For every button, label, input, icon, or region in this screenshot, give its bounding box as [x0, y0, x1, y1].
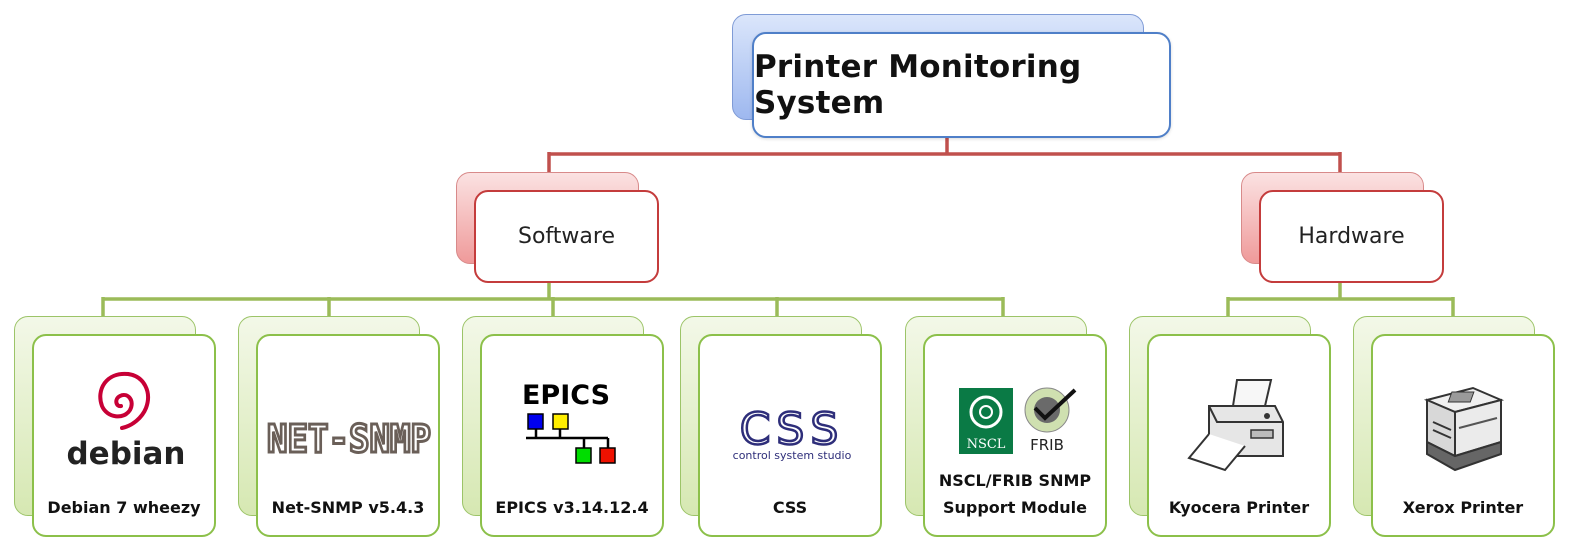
leaf-label: NSCL/FRIB SNMP Support Module [938, 471, 1092, 517]
diagram-title: Printer Monitoring System [754, 49, 1082, 121]
category-node-software: Software [456, 172, 661, 285]
leaf-node-debian: debian Debian 7 wheezy [14, 316, 218, 540]
category-node-card: Hardware [1259, 190, 1444, 283]
nscl-logo-text: NSCL [967, 437, 1006, 452]
leaf-node-card: EPICS EPICS v3.14.12.4 [480, 334, 664, 537]
frib-logo-text: FRIB [1030, 436, 1064, 454]
leaf-node-card: CSS control system studio CSS [698, 334, 882, 537]
leaf-node-card: NSCL FRIB NSCL/FRIB SNMP Support Module [923, 334, 1107, 537]
category-label: Software [518, 224, 615, 249]
net-snmp-logo-icon: NET-SNMP [266, 416, 433, 463]
leaf-node-epics: EPICS EPICS v3.14.12.4 [462, 316, 666, 540]
leaf-node-net-snmp: NET-SNMP Net-SNMP v5.4.3 [238, 316, 442, 540]
debian-logo-icon: debian [66, 371, 186, 472]
leaf-node-nscl-frib: NSCL FRIB NSCL/FRIB SNMP Support Module [905, 316, 1109, 540]
category-node-hardware: Hardware [1241, 172, 1446, 285]
printer-icon [1187, 379, 1284, 472]
epics-logo-text: EPICS [522, 380, 610, 411]
root-connectors [547, 136, 1342, 176]
leaf-label: Kyocera Printer [1168, 498, 1310, 517]
debian-logo-text: debian [66, 436, 185, 472]
leaf-node-kyocera-printer: Kyocera Printer [1129, 316, 1333, 540]
net-snmp-logo-text: NET-SNMP [267, 417, 431, 461]
epics-logo-icon: EPICS [522, 380, 616, 464]
leaf-node-xerox-printer: Xerox Printer [1353, 316, 1557, 540]
multifunction-printer-icon [1423, 386, 1505, 472]
software-connectors [101, 281, 1005, 319]
leaf-node-card: debian Debian 7 wheezy [32, 334, 216, 537]
category-label: Hardware [1298, 224, 1405, 249]
css-logo-subtext: control system studio [733, 449, 852, 462]
hardware-connectors [1226, 281, 1455, 319]
nscl-frib-logo-icon: NSCL FRIB [959, 387, 1077, 454]
root-node-card: Printer Monitoring System [752, 32, 1171, 138]
leaf-node-css: CSS control system studio CSS [680, 316, 884, 540]
leaf-label: CSS [772, 498, 808, 517]
css-logo-text: CSS [740, 406, 845, 455]
root-node: Printer Monitoring System [732, 14, 1172, 140]
leaf-node-card: Kyocera Printer [1147, 334, 1331, 537]
css-logo-icon: CSS control system studio [733, 406, 852, 462]
leaf-label: EPICS v3.14.12.4 [495, 498, 649, 517]
leaf-label: Debian 7 wheezy [47, 498, 201, 517]
category-node-card: Software [474, 190, 659, 283]
leaf-label: Net-SNMP v5.4.3 [271, 498, 425, 517]
leaf-node-card: Xerox Printer [1371, 334, 1555, 537]
leaf-node-card: NET-SNMP Net-SNMP v5.4.3 [256, 334, 440, 537]
leaf-label: Xerox Printer [1402, 498, 1524, 517]
